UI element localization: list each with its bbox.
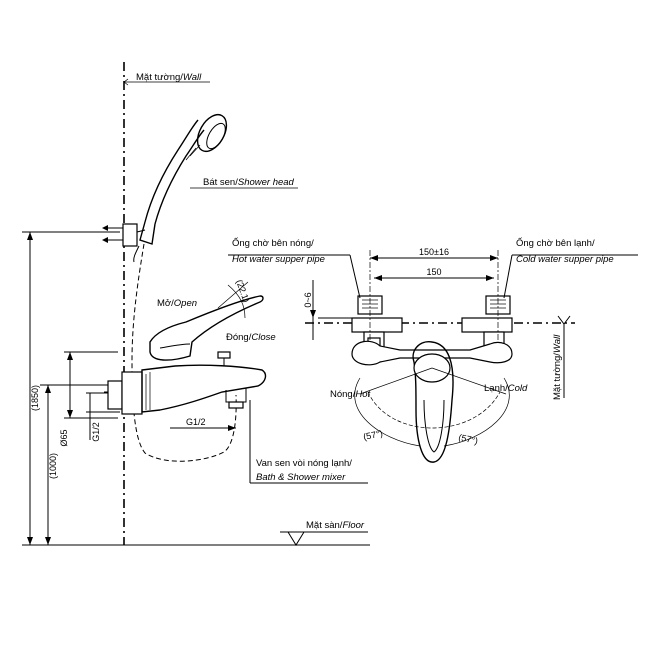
floor-label: Mặt sàn/Floor <box>306 520 365 531</box>
hot-pipe-label-en: Hot water supper pipe <box>232 254 325 265</box>
dim-height-total: (1850) <box>30 385 40 411</box>
shower-head-label: Bát sen/Shower head <box>203 177 295 188</box>
cold-pipe-label-en: Cold water supper pipe <box>516 254 614 265</box>
dim-spacing: 150 <box>426 267 441 277</box>
dim-angle-cold: (57°) <box>458 432 479 446</box>
top-view: Mặt tường/Wall 0~6 <box>228 237 638 463</box>
dim-angle-hot: (57°) <box>362 428 383 442</box>
close-label: Đóng/Close <box>226 332 276 343</box>
mixer-top-icon <box>351 340 513 463</box>
mixer-body-icon <box>104 295 267 415</box>
shower-hose <box>131 243 237 462</box>
shower-head-icon <box>139 113 228 245</box>
hot-pipe-label-vi: Ống chờ bên nóng/ <box>232 237 314 249</box>
mixer-label-vi: Van sen vòi nóng lạnh/ <box>256 458 352 469</box>
dim-diameter: Ø65 <box>59 429 69 446</box>
cold-label: Lạnh/Cold <box>484 383 528 394</box>
open-label: Mở/Open <box>157 298 197 309</box>
shower-holder-icon <box>102 223 146 247</box>
mixer-label-en: Bath & Shower mixer <box>256 472 346 483</box>
dim-spacing-tol: 150±16 <box>419 247 449 257</box>
hot-label: Nóng/Hot <box>330 389 371 400</box>
dim-offset: 0~6 <box>303 292 313 307</box>
dim-height-mixer: (1000) <box>48 453 58 479</box>
wall-right-label: Mặt tường/Wall <box>552 334 563 400</box>
cold-pipe-label-vi: Ống chờ bên lạnh/ <box>516 237 595 249</box>
dim-angle-handle: (22.1) <box>234 278 251 304</box>
dim-thread-left: G1/2 <box>91 422 101 442</box>
dim-thread-bottom: G1/2 <box>186 417 206 427</box>
wall-label: Mặt tường/Wall <box>136 72 202 83</box>
side-view: Mặt tường/Wall Bát sen/Shower head <box>22 62 370 546</box>
